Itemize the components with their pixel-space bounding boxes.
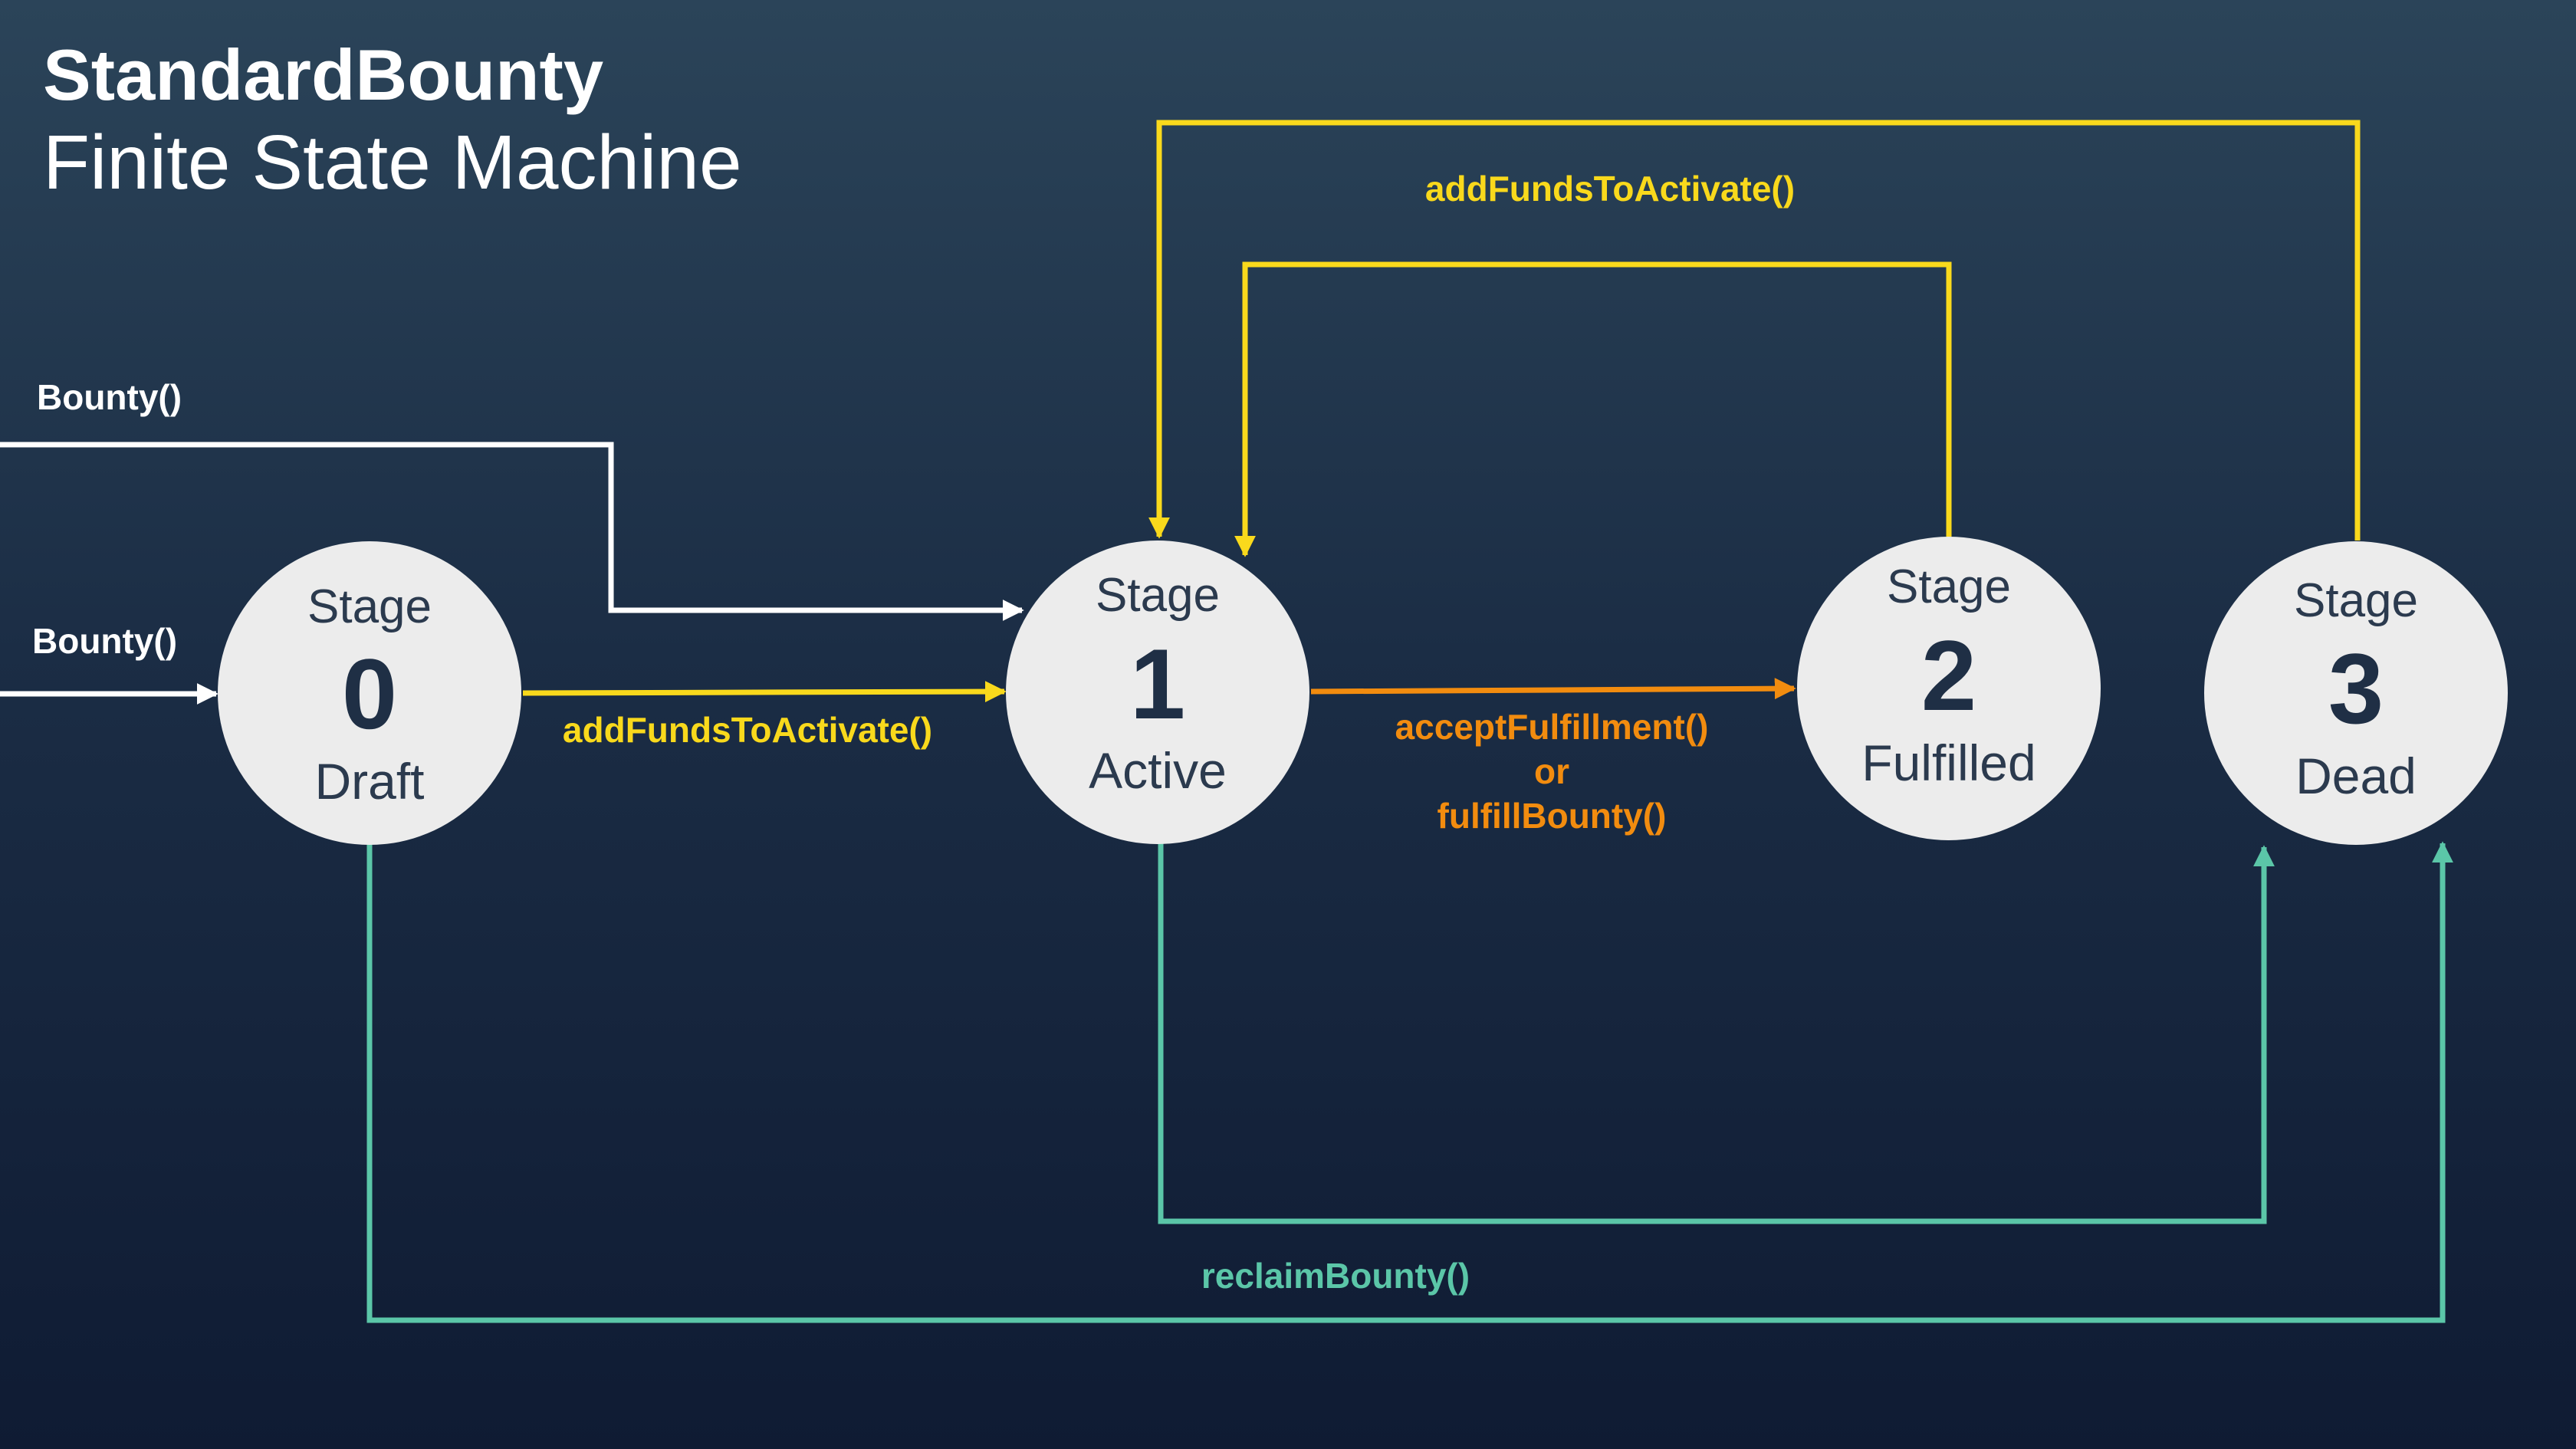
state-name: Draft (314, 753, 424, 810)
label-bounty-draft: Bounty() (32, 621, 177, 661)
state-name: Fulfilled (1861, 734, 2036, 791)
state-stage-label: Stage (1887, 560, 2011, 613)
state-circle (218, 541, 521, 845)
state-number: 0 (342, 638, 397, 750)
diagram-title: StandardBounty (43, 34, 604, 115)
state-name: Active (1089, 742, 1227, 799)
state-node-draft: Stage 0 Draft (218, 541, 521, 845)
label-accept-fulfillment: acceptFulfillment() (1395, 707, 1709, 747)
state-circle (2204, 541, 2508, 845)
edge-dead-to-active (1148, 120, 2361, 540)
edge-bounty-to-active (0, 442, 1024, 621)
label-reclaim-bounty: reclaimBounty() (1201, 1256, 1470, 1296)
label-fulfill-bounty: fulfillBounty() (1438, 796, 1667, 836)
state-number: 1 (1130, 628, 1185, 740)
edge-draft-to-active (522, 681, 1007, 703)
label-dead-to-active: addFundsToActivate() (1425, 169, 1795, 209)
state-stage-label: Stage (307, 580, 432, 633)
state-name: Dead (2295, 748, 2417, 804)
diagram-subtitle: Finite State Machine (43, 120, 742, 206)
state-number: 3 (2328, 632, 2384, 744)
state-number: 2 (1921, 619, 1976, 731)
state-node-active: Stage 1 Active (1006, 540, 1309, 844)
edge-fulfilled-to-active (1234, 261, 1952, 557)
edge-draft-to-dead (366, 841, 2453, 1323)
label-or: or (1534, 751, 1569, 791)
edge-active-to-dead (1158, 843, 2275, 1224)
state-stage-label: Stage (2294, 574, 2418, 627)
title-block: StandardBounty Finite State Machine (43, 34, 742, 209)
state-stage-label: Stage (1096, 569, 1220, 622)
state-node-fulfilled: Stage 2 Fulfilled (1797, 537, 2101, 840)
edge-active-to-fulfilled (1310, 678, 1796, 700)
label-draft-to-active: addFundsToActivate() (563, 710, 932, 750)
label-bounty-active: Bounty() (37, 377, 182, 417)
state-circle (1006, 540, 1309, 844)
state-circle (1797, 537, 2101, 840)
state-node-dead: Stage 3 Dead (2204, 541, 2508, 845)
